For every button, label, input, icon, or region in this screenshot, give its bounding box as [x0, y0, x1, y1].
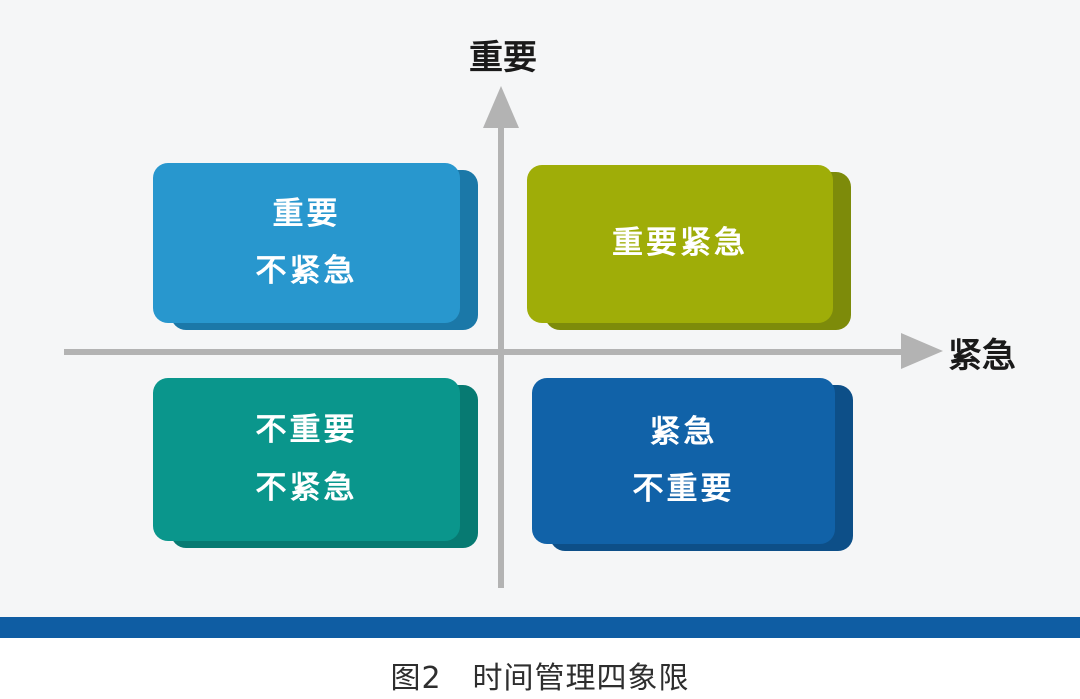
- quadrant-label-line: 不紧急: [255, 469, 358, 506]
- y-axis-label: 重要: [469, 38, 537, 78]
- quadrant-face: 重要 不紧急: [153, 163, 460, 323]
- quadrant-label-line: 不紧急: [255, 253, 358, 289]
- quadrant-important-not-urgent: 重要 不紧急: [153, 163, 478, 330]
- quadrant-face: 紧急 不重要: [532, 378, 835, 544]
- caption-background: [0, 638, 1080, 699]
- quadrant-face: 重要紧急: [527, 165, 833, 323]
- quadrant-label-line: 重要: [272, 195, 341, 232]
- x-axis-line: [64, 349, 909, 355]
- x-axis-label: 紧急: [948, 336, 1016, 376]
- quadrant-urgent-not-important: 紧急 不重要: [532, 378, 853, 551]
- divider-bar: [0, 617, 1080, 638]
- quadrant-label-line: 不重要: [632, 471, 735, 507]
- figure-caption: 图2 时间管理四象限: [390, 661, 690, 696]
- quadrant-important-urgent: 重要紧急: [527, 165, 851, 330]
- quadrant-label-line: 不重要: [255, 412, 358, 449]
- quadrant-label-line: 紧急: [649, 413, 718, 450]
- quadrant-label-line: 重要紧急: [612, 225, 748, 262]
- y-axis-arrow-icon: [483, 86, 519, 128]
- x-axis-arrow-icon: [901, 333, 943, 369]
- quadrant-not-important-not-urgent: 不重要 不紧急: [153, 378, 478, 548]
- quadrant-face: 不重要 不紧急: [153, 378, 460, 541]
